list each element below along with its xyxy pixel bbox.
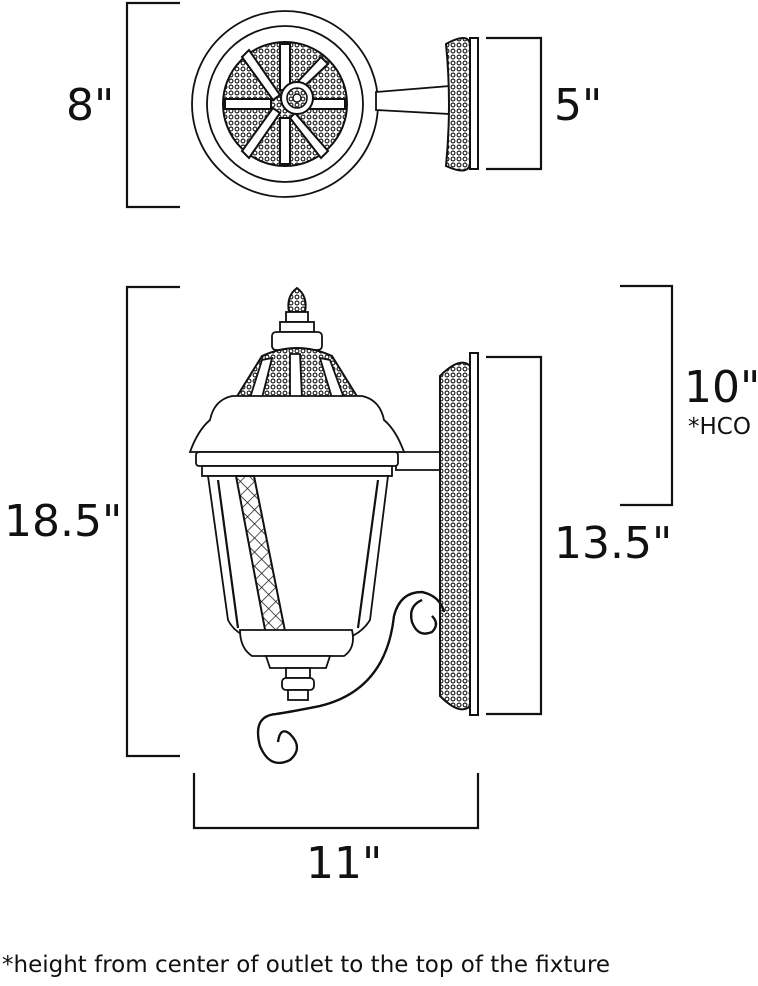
lantern-cage [206,475,390,641]
hco-height-label: 10" [684,362,758,413]
backplate-bracket [486,355,543,716]
top-backplate-edge [469,37,479,170]
top-depth-label: 5" [554,80,602,131]
overall-height-label: 18.5" [4,496,122,547]
overall-height-bracket [125,285,180,758]
top-height-label: 8" [66,80,114,131]
hco-bracket [620,284,674,507]
top-depth-bracket [486,36,543,171]
top-finial-core [292,93,302,103]
side-backplate-ornate [439,361,471,711]
side-view [125,284,674,830]
footnote-text: *height from center of outlet to the top… [2,952,611,978]
top-arm [375,85,451,115]
side-backplate-edge [469,352,479,716]
width-bracket [192,773,480,830]
lantern-roof [188,395,406,453]
backplate-height-label: 13.5" [554,518,672,569]
top-height-bracket [125,1,180,209]
top-view [125,1,543,209]
hco-note-label: *HCO [688,414,751,440]
width-label: 11" [306,838,382,889]
lantern-finial [287,286,307,313]
top-backplate-ornate [444,37,471,172]
lantern-base [239,629,354,657]
